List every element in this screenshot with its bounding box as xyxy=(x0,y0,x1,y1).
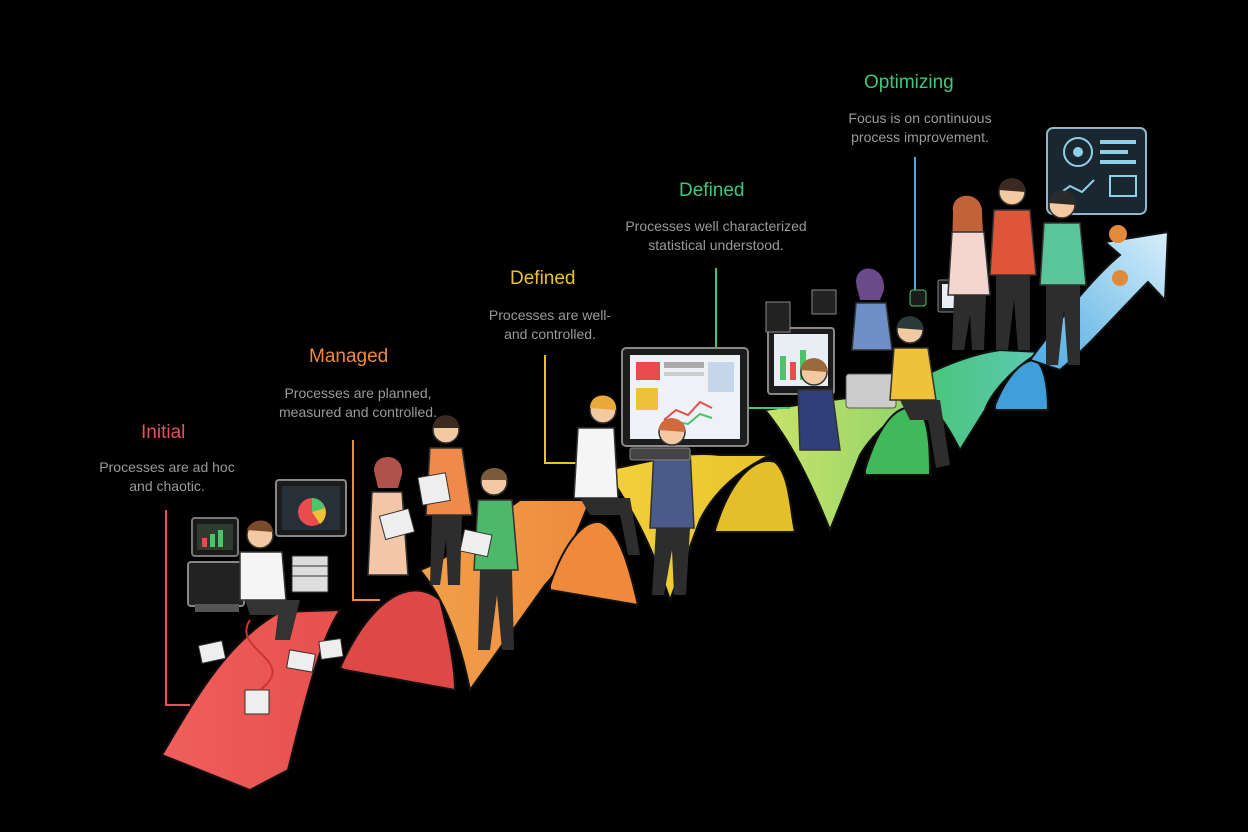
stage-desc-defined-2-line1: Processes well characterized xyxy=(625,218,807,234)
stage-title-defined: Defined xyxy=(510,268,576,289)
leader-line-managed xyxy=(352,440,380,601)
stage-desc-optimizing-line2: process improvement. xyxy=(851,129,989,145)
ribbon-hump-yellow xyxy=(714,459,797,533)
stage-desc-optimizing-line1: Focus is on continuous xyxy=(848,110,992,126)
stage-desc-defined: Processes are well- and controlled. xyxy=(470,306,630,344)
stage-title-defined-2: Defined xyxy=(679,180,745,201)
ribbon-hump-orange xyxy=(549,520,640,607)
optimizing-scene xyxy=(947,127,1147,365)
leader-line-initial xyxy=(165,510,190,706)
stage-desc-optimizing: Focus is on continuous process improveme… xyxy=(830,109,1010,147)
stage-title-optimizing: Optimizing xyxy=(864,72,954,93)
stage-desc-defined-2-line2: statistical understood. xyxy=(648,237,784,253)
initial-scene xyxy=(187,479,347,715)
stage-desc-managed-line2: measured and controlled. xyxy=(279,404,437,420)
stage-title-initial: Initial xyxy=(141,422,186,443)
stage-desc-defined-line1: Processes are well- xyxy=(488,307,612,323)
stage-desc-managed-line1: Processes are planned, xyxy=(284,385,432,401)
leader-line-defined xyxy=(544,355,580,464)
stage-desc-initial: Processes are ad hoc and chaotic. xyxy=(82,458,252,496)
defined-2-scene xyxy=(765,268,977,468)
stage-desc-defined-2: Processes well characterized statistical… xyxy=(606,217,826,255)
defined-scene xyxy=(573,347,749,595)
stage-desc-initial-line2: and chaotic. xyxy=(129,478,205,494)
stage-desc-initial-line1: Processes are ad hoc xyxy=(99,459,235,475)
managed-scene xyxy=(367,415,519,650)
ribbon-arrow xyxy=(1028,230,1170,372)
ribbon-hump-red xyxy=(338,589,457,692)
stage-desc-managed: Processes are planned, measured and cont… xyxy=(260,384,456,422)
stage-desc-defined-line2: and controlled. xyxy=(504,326,596,342)
stage-title-managed: Managed xyxy=(309,346,389,367)
